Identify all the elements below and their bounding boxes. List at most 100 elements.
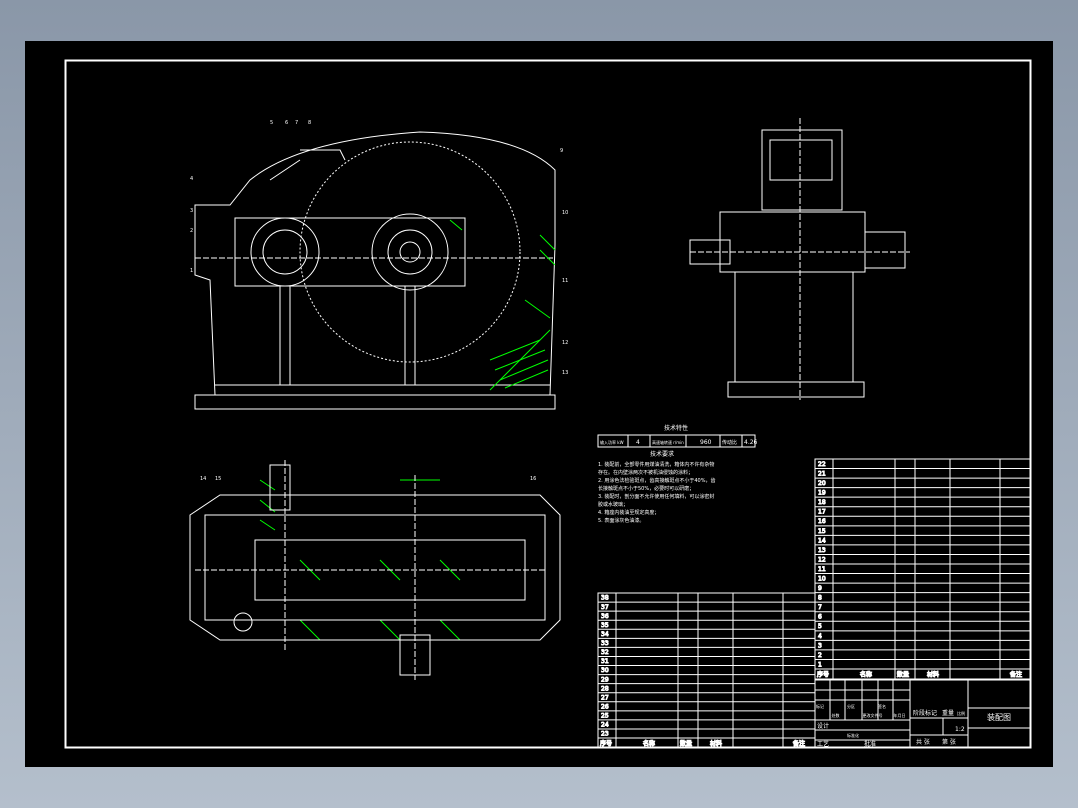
table-header-cell: 名称: [643, 740, 655, 748]
spec-label-power: 输入功率 kW: [600, 439, 624, 445]
part-callout: 15: [215, 476, 221, 482]
table-header-cell: 序号: [600, 740, 612, 748]
part-number: 13: [818, 547, 826, 554]
part-number: 15: [818, 528, 826, 535]
part-number: 31: [601, 658, 609, 665]
title-block-header: 签名: [878, 703, 886, 709]
part-number: 11: [818, 566, 826, 573]
table-header-cell: 材料: [927, 671, 939, 679]
weight-label: 重量: [942, 709, 954, 717]
sheets-label: 共 张: [916, 738, 930, 746]
title-block-header: 标记: [816, 703, 824, 709]
part-callout: 3: [190, 208, 193, 214]
tech-requirement-line: 3. 装配时，剖分面不允许使用任何填料，可以涂密封: [598, 493, 714, 500]
title-block-header: 分区: [847, 703, 855, 709]
part-number: 29: [601, 676, 609, 683]
part-number: 22: [818, 461, 826, 468]
part-number: 26: [601, 703, 609, 710]
drawing-border: [64, 59, 1032, 749]
part-number: 19: [818, 490, 826, 497]
table-header-cell: 名称: [860, 671, 872, 679]
part-number: 27: [601, 694, 609, 701]
stage-label: 阶段标记: [913, 709, 937, 717]
approve-label: 批准: [864, 740, 876, 748]
part-number: 8: [818, 595, 822, 602]
part-number: 2: [818, 652, 822, 659]
table-header-cell: 备注: [793, 740, 805, 748]
part-number: 34: [601, 631, 609, 638]
part-number: 32: [601, 649, 609, 656]
part-number: 10: [818, 576, 826, 583]
part-callout: 10: [562, 210, 568, 216]
part-number: 1: [818, 661, 822, 668]
part-number: 16: [818, 518, 826, 525]
scale-value: 1:2: [955, 726, 965, 733]
part-callout: 2: [190, 228, 193, 234]
part-number: 30: [601, 667, 609, 674]
part-number: 3: [818, 642, 822, 649]
part-number: 21: [818, 471, 826, 478]
tech-requirement-line: 存在。在内壁涂两次不被机油侵蚀的涂料；: [598, 469, 693, 476]
part-callout: 7: [295, 120, 298, 126]
part-callout: 14: [200, 476, 206, 482]
tech-requirement-line: 2. 用涂色法检验斑点，齿高接触斑点不小于40%，齿: [598, 477, 715, 484]
table-header-cell: 数量: [897, 671, 909, 679]
part-callout: 5: [270, 120, 273, 126]
part-callout: 6: [285, 120, 288, 126]
design-label: 设计: [817, 722, 829, 730]
table-header-cell: 备注: [1010, 671, 1022, 679]
part-callout: 9: [560, 148, 563, 154]
spec-label-ratio: 传动比: [722, 439, 737, 446]
part-number: 9: [818, 585, 822, 592]
part-number: 18: [818, 499, 826, 506]
drawing-title: 装配图: [987, 712, 1011, 722]
part-number: 7: [818, 604, 822, 611]
spec-label-speed: 高速轴转速 r/min: [652, 439, 684, 445]
drawing-canvas[interactable]: 38373635343332313029282726252423序号名称数量材料…: [25, 41, 1053, 767]
title-block-header: 更改文件号: [863, 712, 883, 718]
parts-table-left: [597, 592, 816, 749]
process-label: 工艺: [817, 740, 829, 748]
tech-requirement-line: 5. 表面涂灰色油漆。: [598, 517, 644, 524]
part-number: 25: [601, 713, 609, 720]
part-number: 38: [601, 595, 609, 602]
part-callout: 8: [308, 120, 311, 126]
top-view: [189, 460, 561, 680]
part-number: 35: [601, 622, 609, 629]
tech-requirement-line: 长接触斑点不小于50%，必要时可以研磨；: [598, 485, 694, 492]
part-number: 33: [601, 640, 609, 647]
part-callout: 12: [562, 340, 568, 346]
part-number: 4: [818, 633, 822, 640]
tech-spec-table: [597, 434, 756, 448]
part-number: 17: [818, 509, 826, 516]
title-block: [814, 679, 1031, 749]
part-number: 36: [601, 613, 609, 620]
part-callout: 4: [190, 176, 193, 182]
tech-spec-heading: 技术特性: [664, 424, 688, 432]
standard-label: 标准化: [847, 732, 859, 738]
part-number: 6: [818, 614, 822, 621]
ratio-label: 比例: [957, 710, 965, 716]
title-block-header: 年月日: [894, 712, 906, 718]
part-number: 24: [601, 722, 609, 729]
part-number: 5: [818, 623, 822, 630]
spec-value-speed: 960: [700, 439, 712, 446]
part-number: 28: [601, 685, 609, 692]
part-number: 14: [818, 537, 826, 544]
tech-req-heading: 技术要求: [650, 450, 674, 458]
spec-value-power: 4: [636, 439, 640, 446]
table-header-cell: 数量: [680, 740, 692, 748]
part-number: 37: [601, 604, 609, 611]
side-view: [689, 118, 910, 400]
part-callout: 11: [562, 278, 568, 284]
title-block-header: 处数: [832, 712, 840, 718]
part-callout: 16: [530, 476, 536, 482]
part-number: 12: [818, 556, 826, 563]
table-header-cell: 序号: [817, 671, 829, 679]
tech-requirement-line: 1. 装配前，全部零件用煤油清洗，箱体内不许有杂物: [598, 461, 714, 468]
parts-table-right: [814, 458, 1031, 680]
table-header-cell: 材料: [710, 740, 722, 748]
tech-requirement-line: 4. 箱座内装油至规定高度；: [598, 509, 659, 516]
tech-requirement-line: 胶或水玻璃；: [598, 501, 628, 508]
